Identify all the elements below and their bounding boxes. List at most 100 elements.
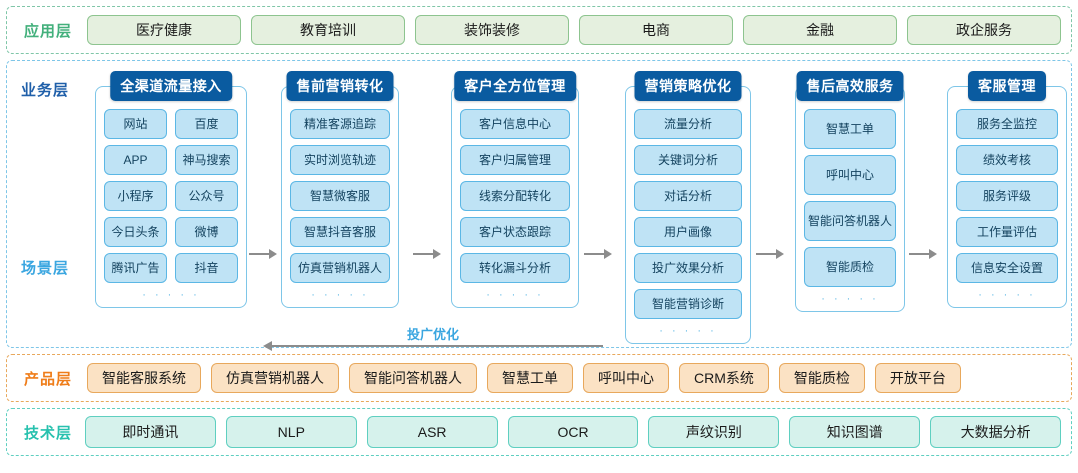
product-chip[interactable]: 智慧工单 xyxy=(487,363,573,393)
ellipsis-dots: · · · · · xyxy=(142,289,200,301)
feedback-arrow: 投广优化 xyxy=(263,324,603,354)
business-chip[interactable]: 抖音 xyxy=(175,253,238,283)
flow-arrow-icon xyxy=(909,249,939,259)
business-column: 售后高效服务智慧工单呼叫中心智能问答机器人智能质检 · · · · · xyxy=(795,71,905,312)
business-chip[interactable]: 转化漏斗分析 xyxy=(460,253,570,283)
business-column: 营销策略优化流量分析关键词分析对话分析用户画像投广效果分析智能营销诊断 · · ·… xyxy=(625,71,751,344)
flow-arrow-icon xyxy=(249,249,279,259)
business-chip-row: 小程序公众号 xyxy=(104,181,238,217)
business-chip[interactable]: 智慧微客服 xyxy=(290,181,390,211)
application-chip[interactable]: 政企服务 xyxy=(907,15,1061,45)
business-column: 售前营销转化精准客源追踪实时浏览轨迹智慧微客服智慧抖音客服仿真营销机器人 · · … xyxy=(281,71,399,308)
ellipsis-dots: · · · · · xyxy=(821,293,879,305)
business-chip[interactable]: 工作量评估 xyxy=(956,217,1058,247)
business-chip[interactable]: 智慧工单 xyxy=(804,109,896,149)
business-chip[interactable]: 服务全监控 xyxy=(956,109,1058,139)
technology-layer-label: 技术层 xyxy=(23,424,72,442)
business-layer-label: 业务层 xyxy=(21,82,70,99)
application-chip[interactable]: 医疗健康 xyxy=(87,15,241,45)
ellipsis-dots: · · · · · xyxy=(486,289,544,301)
business-chip[interactable]: 公众号 xyxy=(175,181,238,211)
business-chip[interactable]: 智能问答机器人 xyxy=(804,201,896,241)
application-layer-items: 医疗健康教育培训装饰装修电商金融政企服务 xyxy=(87,15,1061,45)
technology-chip[interactable]: 即时通讯 xyxy=(85,416,216,448)
business-chip-row: 网站百度 xyxy=(104,109,238,145)
application-chip[interactable]: 电商 xyxy=(579,15,733,45)
business-chip[interactable]: 用户画像 xyxy=(634,217,742,247)
business-chip[interactable]: 今日头条 xyxy=(104,217,167,247)
application-chip[interactable]: 教育培训 xyxy=(251,15,405,45)
business-chip[interactable]: 信息安全设置 xyxy=(956,253,1058,283)
business-column-header[interactable]: 全渠道流量接入 xyxy=(110,71,232,101)
technology-chip[interactable]: 知识图谱 xyxy=(789,416,921,448)
business-chip[interactable]: 绩效考核 xyxy=(956,145,1058,175)
product-chip[interactable]: 智能质检 xyxy=(778,363,865,393)
flow-arrow-icon xyxy=(413,249,443,259)
product-chip[interactable]: 智能客服系统 xyxy=(87,363,201,393)
product-chip[interactable]: 呼叫中心 xyxy=(583,363,669,393)
business-chip[interactable]: 客户状态跟踪 xyxy=(460,217,570,247)
product-chip[interactable]: 开放平台 xyxy=(874,363,961,393)
application-layer-band: 应用层 医疗健康教育培训装饰装修电商金融政企服务 xyxy=(6,6,1072,54)
business-chip[interactable]: 百度 xyxy=(175,109,238,139)
business-column-header[interactable]: 售前营销转化 xyxy=(286,71,394,101)
technology-chip[interactable]: ASR xyxy=(366,416,498,448)
flow-arrow-icon xyxy=(584,249,614,259)
technology-chip[interactable]: OCR xyxy=(507,416,639,448)
business-chip[interactable]: 神马搜索 xyxy=(175,145,238,175)
technology-chip[interactable]: 声纹识别 xyxy=(648,416,780,448)
business-chip[interactable]: 腾讯广告 xyxy=(104,253,167,283)
product-chip[interactable]: CRM系统 xyxy=(679,363,769,393)
business-column-header[interactable]: 营销策略优化 xyxy=(634,71,742,101)
product-chip[interactable]: 仿真营销机器人 xyxy=(211,363,339,393)
product-layer-band: 产品层 智能客服系统仿真营销机器人智能问答机器人智慧工单呼叫中心 CRM系统智能质… xyxy=(6,354,1072,402)
business-chip[interactable]: 微博 xyxy=(175,217,238,247)
technology-chip[interactable]: NLP xyxy=(225,416,357,448)
technology-layer-band: 技术层 即时通讯 NLP ASR OCR 声纹识别知识图谱大数据分析 xyxy=(6,408,1072,456)
business-chip[interactable]: 服务评级 xyxy=(956,181,1058,211)
application-chip[interactable]: 金融 xyxy=(743,15,897,45)
feedback-arrow-head-icon xyxy=(263,341,272,351)
business-column: 客服管理服务全监控绩效考核服务评级工作量评估信息安全设置· · · · · xyxy=(947,71,1067,308)
business-chip[interactable]: 实时浏览轨迹 xyxy=(290,145,390,175)
business-chip[interactable]: 智能质检 xyxy=(804,247,896,287)
business-chip[interactable]: 智慧抖音客服 xyxy=(290,217,390,247)
business-column-header[interactable]: 售后高效服务 xyxy=(796,71,904,101)
business-chip[interactable]: 对话分析 xyxy=(634,181,742,211)
application-chip[interactable]: 装饰装修 xyxy=(415,15,569,45)
business-chip-row: APP 神马搜索 xyxy=(104,145,238,181)
business-chip[interactable]: 智能营销诊断 xyxy=(634,289,742,319)
feedback-arrow-shaft xyxy=(271,345,603,347)
business-chip[interactable]: 客户归属管理 xyxy=(460,145,570,175)
feedback-arrow-label: 投广优化 xyxy=(406,327,459,342)
technology-layer-items: 即时通讯 NLP ASR OCR 声纹识别知识图谱大数据分析 xyxy=(85,416,1062,448)
business-chip[interactable]: 仿真营销机器人 xyxy=(290,253,390,283)
application-layer-label: 应用层 xyxy=(23,22,72,40)
business-chip[interactable]: APP xyxy=(104,145,167,175)
business-chip[interactable]: 客户信息中心 xyxy=(460,109,570,139)
product-layer-label: 产品层 xyxy=(23,370,72,388)
ellipsis-dots: · · · · · xyxy=(659,325,717,337)
business-chip[interactable]: 流量分析 xyxy=(634,109,742,139)
ellipsis-dots: · · · · · xyxy=(311,289,369,301)
business-chip[interactable]: 网站 xyxy=(104,109,167,139)
business-column-header[interactable]: 客户全方位管理 xyxy=(454,71,576,101)
technology-chip[interactable]: 大数据分析 xyxy=(930,416,1062,448)
business-chip[interactable]: 呼叫中心 xyxy=(804,155,896,195)
business-chip[interactable]: 精准客源追踪 xyxy=(290,109,390,139)
product-chip[interactable]: 智能问答机器人 xyxy=(349,363,477,393)
business-chip-row: 今日头条微博 xyxy=(104,217,238,253)
business-chip[interactable]: 投广效果分析 xyxy=(634,253,742,283)
business-chip[interactable]: 关键词分析 xyxy=(634,145,742,175)
business-column-header[interactable]: 客服管理 xyxy=(968,71,1046,101)
business-chip-row: 腾讯广告抖音 xyxy=(104,253,238,289)
business-chip[interactable]: 小程序 xyxy=(104,181,167,211)
scenario-layer-label: 场景层 xyxy=(21,260,70,277)
business-column: 客户全方位管理客户信息中心客户归属管理线索分配转化客户状态跟踪转化漏斗分析 · ·… xyxy=(451,71,579,308)
business-chip[interactable]: 线索分配转化 xyxy=(460,181,570,211)
product-layer-items: 智能客服系统仿真营销机器人智能问答机器人智慧工单呼叫中心 CRM系统智能质检开放平… xyxy=(87,363,1061,393)
